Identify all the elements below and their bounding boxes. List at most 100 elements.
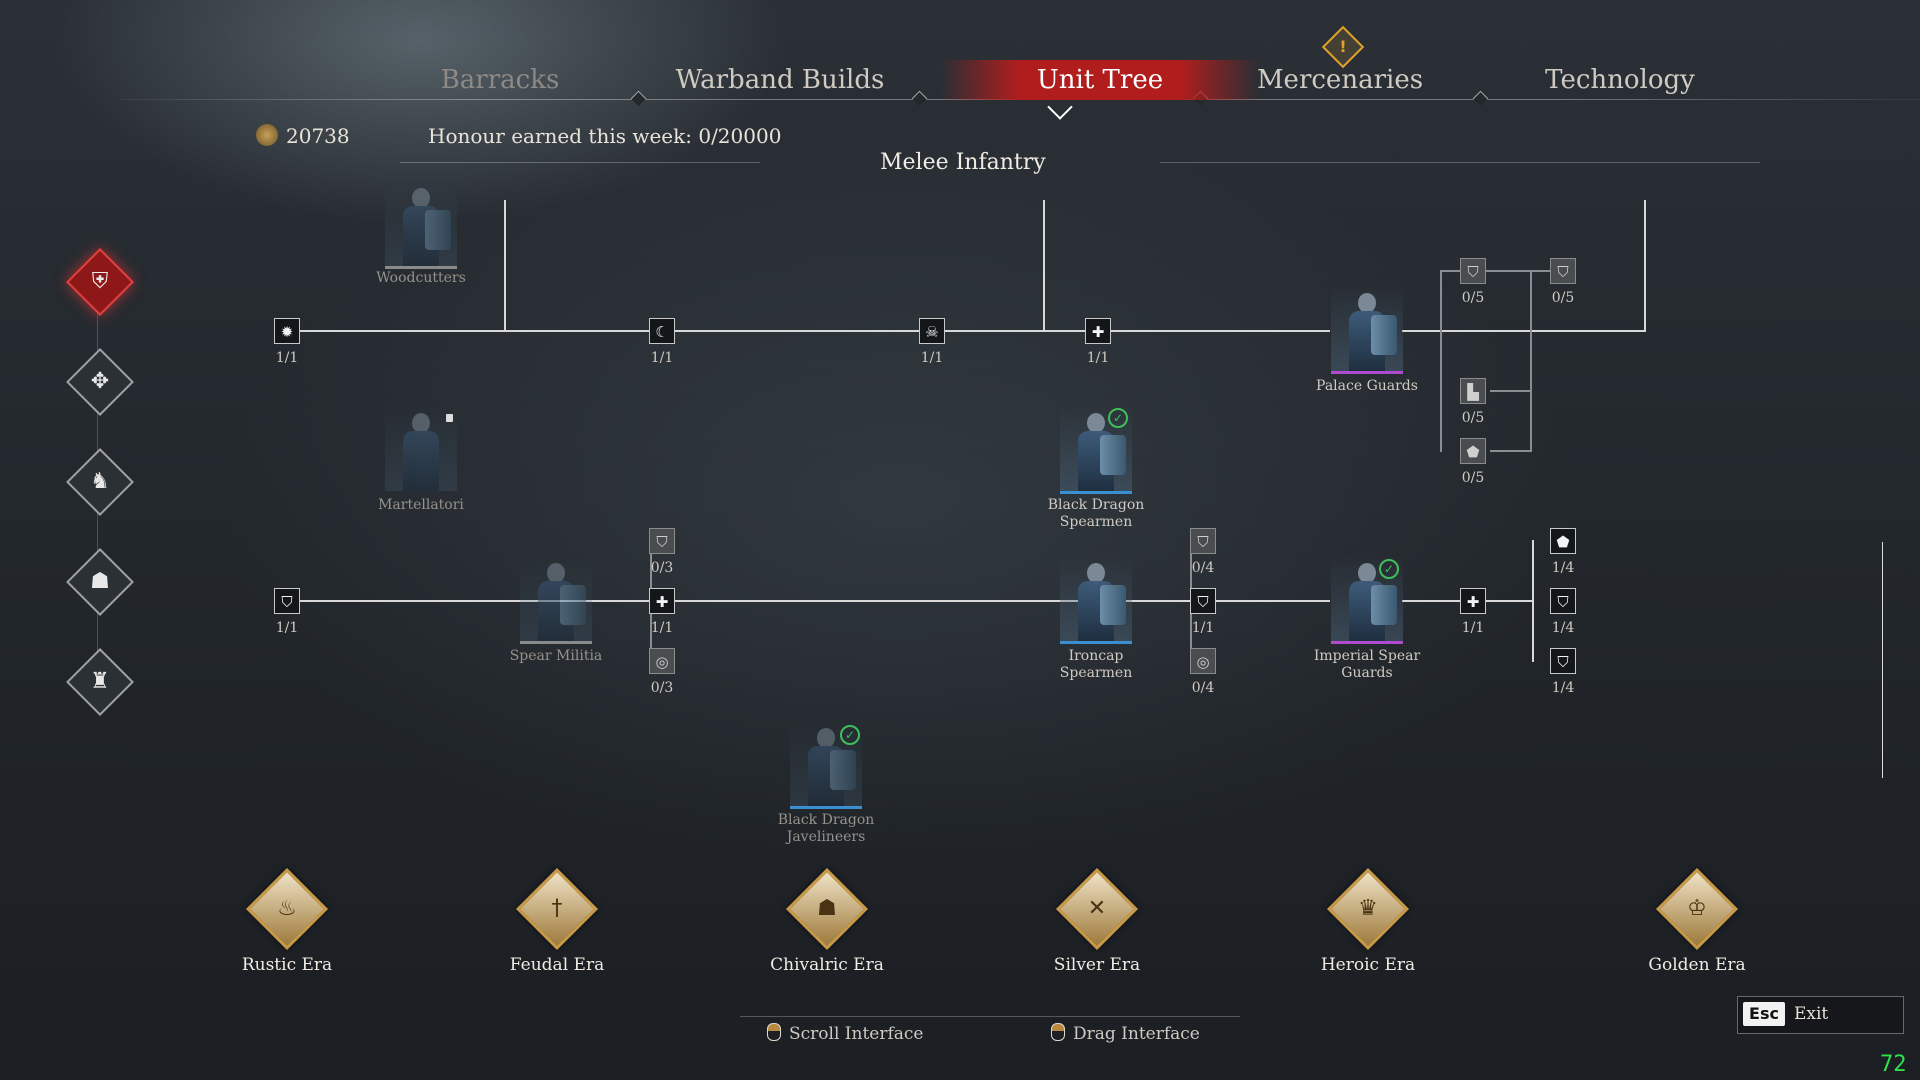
bow-icon: ✥ (90, 369, 110, 394)
unit-name: Black Dragon Spearmen (1047, 497, 1145, 530)
node-count: 1/1 (1191, 620, 1215, 636)
tree-line (1644, 200, 1646, 332)
unit-ironcap-spearmen[interactable] (1060, 555, 1132, 645)
cross-icon[interactable]: ✚ (649, 588, 675, 614)
tab-separator (911, 90, 928, 107)
node-count: 0/3 (650, 560, 674, 576)
unit-rarity-bar (520, 641, 592, 644)
honour-weekly-progress: Honour earned this week: 0/20000 (428, 124, 782, 148)
tree-line (1440, 270, 1550, 272)
sidebar-item-cavalry[interactable]: ♞ (66, 448, 134, 516)
shield-icon[interactable]: ⛉ (1550, 648, 1576, 674)
crossed-swords-icon: ✕ (1087, 896, 1107, 921)
horse-icon: ♞ (90, 469, 110, 494)
fps-counter: 72 (1880, 1052, 1907, 1077)
unit-martellatori[interactable] (385, 405, 457, 495)
era-rustic[interactable]: ♨ (245, 867, 329, 951)
node-count: 1/1 (650, 350, 674, 366)
node-count: 0/5 (1461, 290, 1485, 306)
unit-woodcutters[interactable] (385, 180, 457, 270)
shield-icon[interactable]: ⛉ (1190, 588, 1216, 614)
tree-line-row1 (300, 330, 1330, 332)
flame-icon: ♨ (277, 896, 297, 921)
crest-icon[interactable]: ✹ (274, 318, 300, 344)
node-count: 1/1 (1086, 350, 1110, 366)
esc-key: Esc (1743, 1002, 1785, 1026)
sidebar-item-melee-infantry[interactable]: ⛨ (66, 248, 134, 316)
node-count: 0/5 (1551, 290, 1575, 306)
unlocked-check-icon: ✓ (840, 725, 860, 745)
cross-icon[interactable]: ✚ (1085, 318, 1111, 344)
crescent-icon[interactable]: ☾ (649, 318, 675, 344)
era-chivalric[interactable]: ☗ (785, 867, 869, 951)
node-count: 0/4 (1191, 680, 1215, 696)
unit-spear-militia[interactable] (520, 555, 592, 645)
sidebar-item-ranged-infantry[interactable]: ✥ (66, 348, 134, 416)
shield-icon[interactable]: ⛉ (1460, 258, 1486, 284)
boot-icon[interactable]: ▙ (1460, 378, 1486, 404)
scroll-hint-label: Scroll Interface (789, 1024, 924, 1044)
sidebar-item-ranged-cavalry[interactable]: ☗ (66, 548, 134, 616)
tree-line (1490, 450, 1532, 452)
unit-name: Imperial Spear Guards (1313, 648, 1421, 681)
drag-hint: Drag Interface (1051, 1023, 1200, 1044)
scroll-hint: Scroll Interface (767, 1023, 924, 1044)
unlocked-check-icon: ✓ (1108, 408, 1128, 428)
tab-mercenaries[interactable]: Mercenaries (1256, 65, 1424, 95)
tab-technology[interactable]: Technology (1545, 65, 1695, 95)
exit-label: Exit (1794, 1004, 1829, 1024)
node-count: 0/3 (650, 680, 674, 696)
tree-line (1402, 330, 1646, 332)
shield-icon[interactable]: ⛉ (649, 528, 675, 554)
honour-icon (256, 124, 278, 146)
tab-separator (630, 90, 647, 107)
unit-imperial-spear-guards[interactable] (1331, 555, 1403, 645)
tree-line (1532, 540, 1534, 662)
tree-line (504, 200, 506, 330)
era-label: Heroic Era (1320, 955, 1416, 975)
node-count: 1/4 (1551, 560, 1575, 576)
era-feudal[interactable]: † (515, 867, 599, 951)
node-count: 1/4 (1551, 680, 1575, 696)
node-count: 1/1 (275, 350, 299, 366)
tab-warband-builds[interactable]: Warband Builds (675, 65, 885, 95)
cross-icon[interactable]: ✚ (1460, 588, 1486, 614)
era-heroic[interactable]: ♛ (1326, 867, 1410, 951)
shield-icon[interactable]: ⛉ (1550, 258, 1576, 284)
title-ornament-right (1160, 162, 1760, 163)
unit-black-dragon-spearmen[interactable] (1060, 405, 1132, 495)
era-silver[interactable]: ✕ (1055, 867, 1139, 951)
unit-rarity-bar (1331, 371, 1403, 374)
emblem-icon[interactable]: ⬟ (1460, 438, 1486, 464)
drag-hint-label: Drag Interface (1073, 1024, 1200, 1044)
section-title: Melee Infantry (880, 150, 1046, 175)
ring-icon[interactable]: ◎ (649, 648, 675, 674)
footer-divider (740, 1016, 1240, 1017)
shield-icon[interactable]: ⛉ (1190, 528, 1216, 554)
vertical-scrollbar[interactable] (1882, 542, 1883, 778)
tab-barracks[interactable]: Barracks (440, 65, 560, 95)
node-count: 1/1 (1461, 620, 1485, 636)
unit-portrait (1060, 555, 1132, 641)
era-golden[interactable]: ♔ (1655, 867, 1739, 951)
sword-icon: † (551, 896, 563, 921)
node-count: 0/4 (1191, 560, 1215, 576)
era-label: Feudal Era (509, 955, 605, 975)
shield-sword-icon: ⛨ (91, 269, 109, 294)
shield-icon[interactable]: ⛉ (1550, 588, 1576, 614)
era-label: Rustic Era (241, 955, 333, 975)
era-label: Chivalric Era (770, 955, 884, 975)
unit-palace-guards[interactable] (1331, 285, 1403, 375)
tab-unit-tree[interactable]: Unit Tree (940, 60, 1260, 100)
emblem-icon[interactable]: ⬟ (1550, 528, 1576, 554)
sidebar-item-siege[interactable]: ♜ (66, 648, 134, 716)
shield-icon[interactable]: ⛉ (274, 588, 300, 614)
skull-icon[interactable]: ☠ (919, 318, 945, 344)
ring-icon[interactable]: ◎ (1190, 648, 1216, 674)
honour-total: 20738 (286, 124, 350, 148)
tree-line (1530, 270, 1532, 452)
tab-separator (1472, 90, 1489, 107)
node-count: 1/1 (920, 350, 944, 366)
unit-portrait (1331, 285, 1403, 371)
mouse-icon (1051, 1023, 1065, 1041)
